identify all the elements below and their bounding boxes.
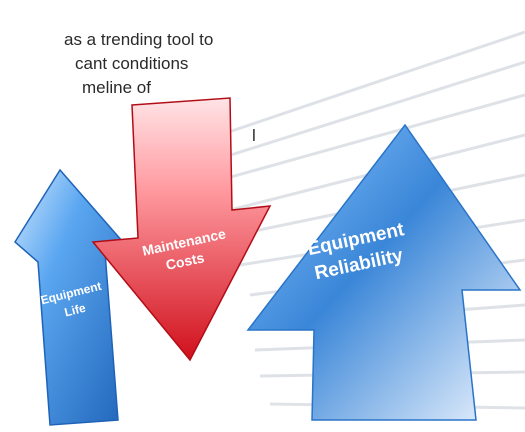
text-line-4: l (252, 126, 256, 145)
equipment-life-arrow: Equipment Life (14, 168, 132, 426)
maintenance-costs-arrow: Maintenance Costs (91, 97, 272, 362)
text-line-1: as a trending tool to (64, 30, 214, 49)
equipment-life-label-2: Life (63, 301, 87, 320)
maintenance-costs-label-2: Costs (164, 249, 206, 273)
text-line-2: cant conditions (75, 54, 189, 73)
text-block: as a trending tool to cant conditions me… (0, 28, 260, 148)
text-line-3: meline of (82, 78, 151, 97)
